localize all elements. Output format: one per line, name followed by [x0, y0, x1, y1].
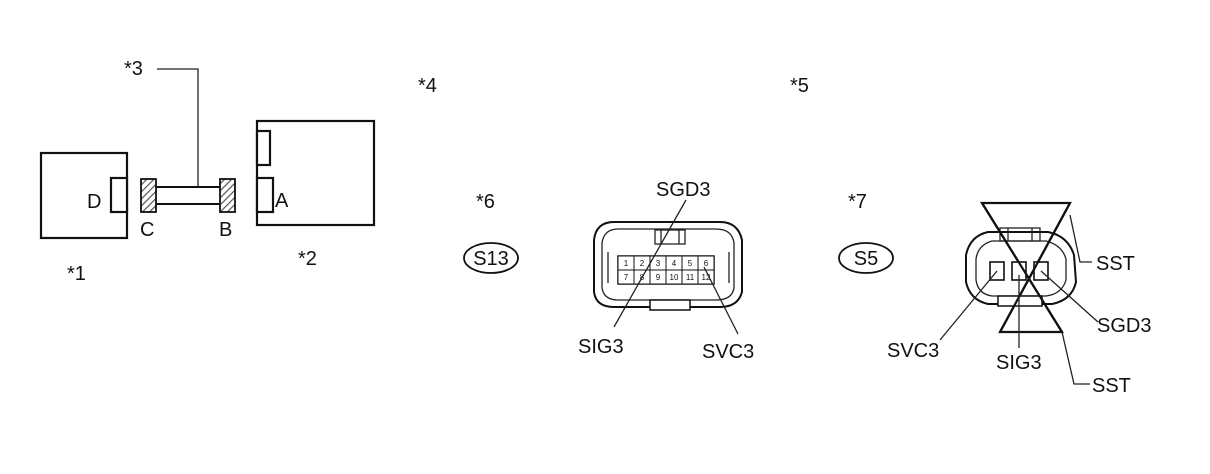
sgd3-s13-label: SGD3	[656, 179, 710, 201]
sst-bottom-leader	[1061, 331, 1090, 385]
callout-3: *3	[124, 58, 143, 80]
svc3-s5-leader	[939, 270, 998, 341]
s13-badge-outline	[463, 242, 519, 274]
sig3-s5-label: SIG3	[996, 352, 1042, 374]
callout-1: *1	[67, 263, 86, 285]
s13-pin-number: 5	[688, 259, 693, 268]
s13-housing-inner	[601, 228, 735, 301]
s5-latch	[999, 227, 1041, 242]
s13-pin-number: 10	[670, 273, 679, 282]
svc3-s5-label: SVC3	[887, 340, 939, 362]
terminal-c-label: C	[140, 219, 154, 241]
terminal-a-label: A	[275, 190, 289, 212]
sgd3-s5-leader	[1040, 270, 1099, 323]
sgd3-s13-leader	[613, 199, 687, 328]
s13-pin-number: 2	[640, 259, 645, 268]
component-2-connector-a	[255, 176, 275, 214]
s13-bottom-tab	[649, 299, 691, 311]
component-2-upper-slot	[255, 129, 272, 167]
sst-probe-right	[999, 202, 1071, 333]
callout-5: *5	[790, 75, 809, 97]
sst-bottom-label: SST	[1092, 375, 1131, 397]
sst-top-leader	[1069, 214, 1092, 263]
terminal-b-label: B	[219, 219, 232, 241]
s5-housing-outer	[965, 231, 1078, 305]
component-2-body	[255, 119, 376, 227]
callout-4: *4	[418, 75, 437, 97]
s13-pin-number: 6	[704, 259, 709, 268]
svc3-s13-leader	[703, 266, 739, 335]
s5-bottom-tab	[997, 295, 1043, 307]
s5-badge: S5	[854, 248, 878, 270]
s13-latch	[654, 229, 686, 245]
s13-pin-number: 3	[656, 259, 661, 268]
s13-pin-number: 9	[656, 273, 661, 282]
s13-pin-number: 4	[672, 259, 677, 268]
sst-probe-left	[981, 202, 1063, 333]
terminal-d-label: D	[87, 191, 101, 213]
callout-3-leader	[157, 68, 199, 187]
callout-2: *2	[298, 248, 317, 270]
sgd3-s5-label: SGD3	[1097, 315, 1151, 337]
s13-pin-number: 11	[686, 273, 695, 282]
sub-harness-connector-b	[219, 178, 236, 213]
sst-top-label: SST	[1096, 253, 1135, 275]
s13-pin-number: 1	[624, 259, 629, 268]
callout-6: *6	[476, 191, 495, 213]
s13-pin-number: 12	[702, 273, 711, 282]
s13-badge: S13	[473, 248, 509, 270]
harness-illustration: D C B *3 A *1 *2	[39, 58, 376, 285]
callout-7: *7	[848, 191, 867, 213]
s5-badge-outline	[838, 242, 894, 274]
s5-housing-inner	[975, 240, 1067, 297]
sub-harness-connector-c	[140, 178, 157, 213]
component-1-connector-d	[109, 176, 129, 214]
connector-s5-view: *5 *7 S5 SST SGD3 SVC3 SIG3 SST	[790, 75, 1151, 397]
sig3-s13-label: SIG3	[578, 336, 624, 358]
svc3-s13-label: SVC3	[702, 341, 754, 363]
s13-pin-number: 7	[624, 273, 629, 282]
